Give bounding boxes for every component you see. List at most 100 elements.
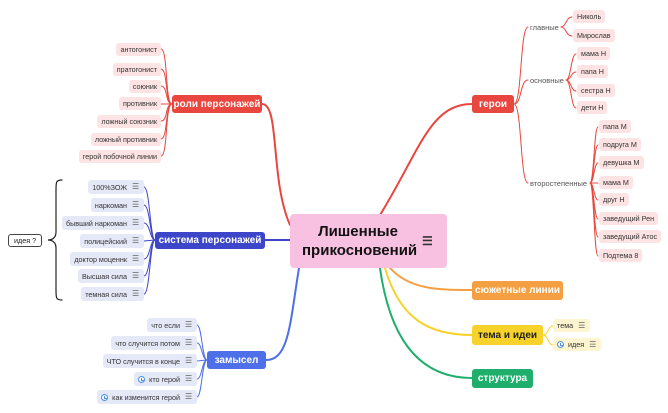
branch-structure[interactable]: структура (472, 369, 533, 388)
hero-item[interactable]: девушка М (599, 156, 644, 169)
hero-item-label: Подтема 8 (603, 251, 639, 260)
plot-item-label: ЧТО случится в конце (106, 356, 180, 366)
branch-plot[interactable]: замысел (207, 351, 266, 369)
hero-item[interactable]: Николь (573, 10, 606, 23)
branch-system-title: система персонажей (158, 235, 262, 246)
branch-heroes-title: герои (478, 98, 508, 110)
hero-item-label: девушка М (603, 158, 640, 167)
hero-item-label: Николь (577, 12, 602, 21)
system-item-label: Высшая сила (81, 271, 127, 281)
hero-item[interactable]: мама М (599, 176, 633, 189)
role-item-label: ложный противник (94, 135, 157, 144)
hero-item[interactable]: папа Н (577, 65, 608, 78)
plot-item-label: кто герой (149, 374, 180, 384)
notes-icon: ☰ (185, 356, 193, 365)
branch-system[interactable]: система персонажей (155, 232, 265, 249)
plot-item[interactable]: кто герой☰ (134, 372, 197, 386)
notes-icon: ☰ (132, 236, 140, 245)
hero-item[interactable]: Подтема 8 (599, 249, 643, 262)
system-item[interactable]: доктор моценнк ☰ (70, 252, 144, 266)
system-item[interactable]: полицейский ☰ (80, 234, 144, 248)
hero-item-label: сестра Н (581, 86, 611, 95)
heroes-group-label: главные (530, 22, 559, 32)
role-item[interactable]: противник (119, 97, 161, 110)
plot-item[interactable]: ЧТО случится в конце ☰ (102, 354, 197, 368)
system-item-label: полицейский (84, 236, 127, 246)
notes-icon: ☰ (132, 289, 140, 298)
plot-item[interactable]: что случится потом ☰ (111, 336, 197, 350)
plot-item-label: что если (151, 320, 180, 330)
role-item[interactable]: герой побочной линии (78, 150, 161, 163)
role-item[interactable]: ложный союзник (97, 115, 161, 128)
hero-item[interactable]: дети Н (577, 101, 608, 114)
hero-item[interactable]: мама Н (577, 47, 611, 60)
branch-roles-title: роли персонажей (173, 98, 261, 110)
theme-item-label: тема (557, 321, 574, 330)
system-item[interactable]: бывший наркоман☰ (62, 216, 144, 230)
theme-item[interactable]: идея ☰ (553, 338, 602, 351)
role-item-label: пратогонист (116, 65, 157, 74)
branch-themes[interactable]: тема и идеи (472, 325, 543, 345)
heroes-group-label: основные (530, 75, 564, 85)
role-item[interactable]: ложный противник (90, 133, 161, 146)
hero-item-label: дети Н (581, 103, 604, 112)
hero-item[interactable]: подруга М (599, 138, 641, 151)
role-item-label: союник (132, 82, 157, 91)
hero-item[interactable]: друг Н (599, 193, 629, 206)
notes-icon: ☰ (422, 233, 433, 248)
idea-node[interactable]: идея ? (8, 234, 43, 247)
system-item[interactable]: наркоман☰ (90, 198, 144, 212)
plot-item-label: как изменится герой (112, 392, 180, 402)
system-item-label: бывший наркоман (66, 218, 127, 228)
system-item[interactable]: темная сила ☰ (81, 287, 144, 301)
plot-item-label: что случится потом (115, 338, 180, 348)
role-item[interactable]: пратогонист (112, 63, 161, 76)
notes-icon: ☰ (132, 182, 140, 191)
heroes-group-secondary[interactable]: второстепенные (530, 177, 587, 189)
branch-storylines-title: сюжетные линии (474, 285, 560, 296)
hero-item-label: папа Н (581, 67, 604, 76)
notes-icon: ☰ (132, 254, 140, 263)
role-item-label: антогонист (120, 45, 157, 54)
heroes-group-main[interactable]: главные (530, 21, 559, 33)
notes-icon: ☰ (132, 200, 140, 209)
idea-node-label: идея ? (14, 236, 37, 245)
clock-icon (557, 341, 564, 348)
root-topic[interactable]: Лишенные прикосновений ☰ (290, 214, 447, 268)
hero-item[interactable]: папа М (599, 120, 631, 133)
hero-item-label: мама М (603, 178, 629, 187)
branch-roles[interactable]: роли персонажей (172, 95, 262, 113)
system-item[interactable]: Высшая сила ☰ (77, 269, 144, 283)
plot-item[interactable]: как изменится герой☰ (97, 390, 197, 404)
system-item-label: доктор моценнк (74, 254, 127, 264)
notes-icon: ☰ (578, 320, 586, 330)
hero-item[interactable]: сестра Н (577, 84, 615, 97)
hero-item[interactable]: заведущий Атос (599, 230, 662, 243)
system-item-label: темная сила (85, 289, 127, 299)
heroes-group-core[interactable]: основные (530, 74, 564, 86)
hero-item-label: заведущий Атос (603, 232, 658, 241)
theme-item-label: идея (568, 340, 585, 349)
notes-icon: ☰ (132, 271, 140, 280)
hero-item-label: друг Н (603, 195, 625, 204)
hero-item-label: заведущий Рен (603, 214, 655, 223)
branch-heroes[interactable]: герои (472, 95, 514, 113)
hero-item[interactable]: Мирослав (573, 29, 615, 42)
branch-plot-title: замысел (214, 354, 259, 366)
branch-themes-title: тема и идеи (477, 329, 538, 341)
plot-item[interactable]: что если☰ (147, 318, 197, 332)
theme-item[interactable]: тема ☰ (553, 319, 591, 332)
hero-item[interactable]: заведущий Рен (599, 212, 659, 225)
hero-item-label: Мирослав (577, 31, 611, 40)
system-item[interactable]: 100%ЗОЖ☰ (88, 180, 144, 194)
role-item-label: ложный союзник (101, 117, 157, 126)
role-item[interactable]: союник (128, 80, 161, 93)
role-item[interactable]: антогонист (116, 43, 161, 56)
notes-icon: ☰ (185, 338, 193, 347)
notes-icon: ☰ (589, 339, 597, 349)
hero-item-label: подруга М (603, 140, 637, 149)
branch-storylines[interactable]: сюжетные линии (472, 281, 563, 300)
role-item-label: герой побочной линии (82, 152, 157, 161)
clock-icon (101, 393, 109, 401)
